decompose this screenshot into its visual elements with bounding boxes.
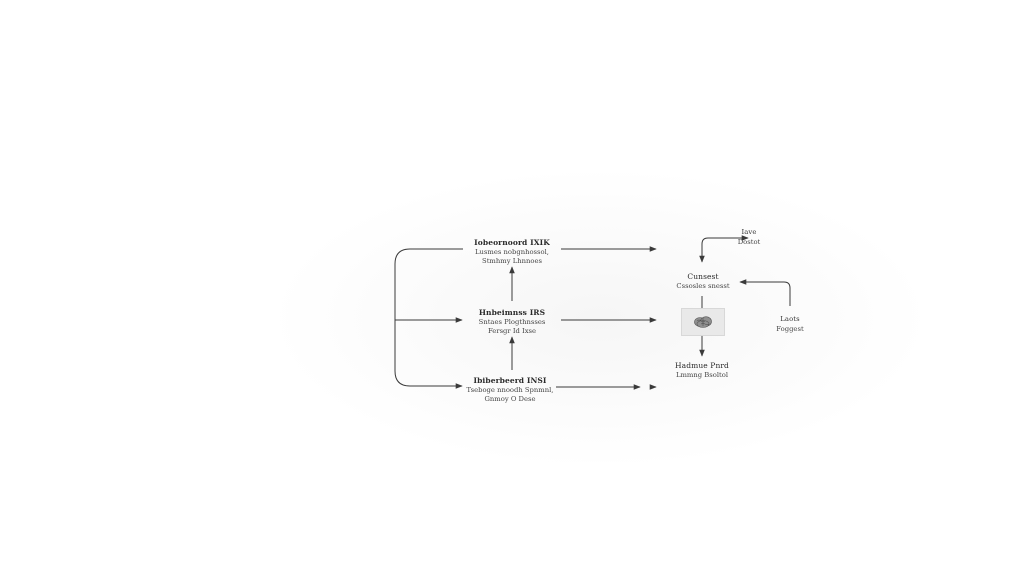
node-bottom-center: Hadmue Pnrd Lmmng Bsoltol bbox=[668, 361, 736, 380]
node-mid-left-line2: Fersgr Id Ixse bbox=[487, 327, 537, 335]
node-top-right-line1: Dostot bbox=[737, 237, 761, 246]
brain-icon bbox=[694, 316, 712, 328]
node-center: Cunsest Cssosles snesst bbox=[668, 272, 738, 291]
node-center-title: Cunsest bbox=[687, 272, 719, 281]
node-mid-left: Hnbeimnss IRS Sntaes Plogthnsses Fersgr … bbox=[463, 308, 561, 337]
node-top-left: Iobeornoord IXIK Lusmes nobgnhossol, Stm… bbox=[463, 238, 561, 267]
node-mid-left-line1: Sntaes Plogthnsses bbox=[478, 317, 546, 326]
left-bracket-connector bbox=[394, 248, 463, 389]
node-top-left-line2: Stmhmy Lhnnoes bbox=[482, 257, 542, 265]
node-bottom-center-line1: Lmmng Bsoltol bbox=[675, 370, 729, 379]
node-bottom-left: Ibiberbeerd INSI Tseboge nnoodh Spnmnl, … bbox=[461, 376, 559, 405]
node-top-left-title: Iobeornoord IXIK bbox=[474, 238, 550, 247]
node-bottom-left-line2: Gnmoy O Dese bbox=[484, 395, 536, 403]
brain-image-box bbox=[681, 308, 725, 336]
node-right-title: Laots bbox=[780, 315, 800, 323]
node-center-line1: Cssosles snesst bbox=[676, 281, 730, 290]
node-right-line1: Foggest bbox=[776, 324, 804, 333]
node-top-right: Iave Dostot bbox=[734, 228, 764, 247]
node-mid-left-title: Hnbeimnss IRS bbox=[478, 308, 546, 317]
node-bottom-left-line1: Tseboge nnoodh Spnmnl, bbox=[466, 385, 554, 394]
center-to-top-right-connector bbox=[701, 235, 749, 262]
right-to-center-connector bbox=[739, 279, 791, 306]
node-top-right-title: Iave bbox=[741, 228, 757, 236]
node-right: Laots Foggest bbox=[772, 315, 808, 334]
node-bottom-left-title: Ibiberbeerd INSI bbox=[473, 376, 547, 385]
node-top-left-line1: Lusmes nobgnhossol, bbox=[475, 247, 549, 256]
node-bottom-center-title: Hadmue Pnrd bbox=[675, 361, 729, 370]
